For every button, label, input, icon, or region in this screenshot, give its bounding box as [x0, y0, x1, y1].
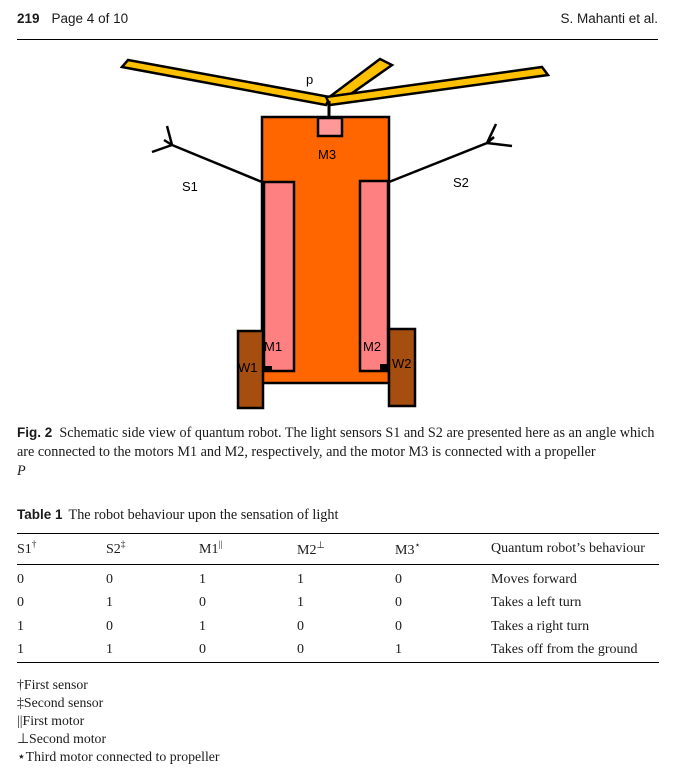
table-cell: 1	[199, 571, 206, 587]
table-cell: 1	[297, 571, 304, 587]
sensor-s1-label: S1	[182, 179, 198, 194]
table-cell: 0	[17, 595, 24, 611]
footnote: ‡Second sensor	[17, 695, 104, 710]
table-caption: Table 1 The robot behaviour upon the sens…	[17, 507, 338, 524]
header-cell: S1†	[17, 533, 106, 565]
table-cell: 0	[106, 618, 113, 634]
wheel-w2	[387, 327, 417, 408]
motor-m1	[262, 180, 296, 373]
table-row: 1 1 0 0 1 Takes off from the ground	[17, 638, 659, 663]
figure-caption-tail: P	[17, 463, 26, 479]
table-cell: 0	[395, 595, 402, 611]
table-header-row: S1† S2‡ M1|| M2⊥ M3⋆ Quantum robot’s beh…	[17, 533, 659, 565]
table-cell: 1	[199, 618, 206, 634]
table-title: The robot behaviour upon the sensation o…	[68, 507, 339, 523]
header-rule	[17, 39, 658, 40]
header-cell: M2⊥	[297, 533, 395, 565]
sensor-s2-antenna	[388, 123, 513, 184]
footnote: ||First motor	[17, 713, 85, 728]
table-cell: Takes a left turn	[491, 595, 582, 611]
header-cell: Quantum robot’s behaviour	[491, 533, 659, 565]
table-row: 0 1 0 1 0 Takes a left turn	[17, 592, 659, 616]
table-cell: 1	[17, 618, 24, 634]
page-header-left: 219 Page 4 of 10	[17, 11, 128, 26]
table-cell: 1	[106, 595, 113, 611]
figure-caption: Fig. 2 Schematic side view of quantum ro…	[17, 423, 659, 481]
propeller-label: p	[306, 72, 313, 87]
table-cell: 0	[199, 595, 206, 611]
footnote: ⋆Third motor connected to propeller	[17, 749, 220, 764]
footnote: †First sensor	[17, 677, 88, 692]
motor-m3-label: M3	[318, 147, 336, 162]
page-of-text: Page 4 of 10	[51, 11, 129, 26]
figure-caption-label: Fig. 2	[17, 425, 53, 440]
axle-right	[380, 364, 390, 370]
behaviour-table: S1† S2‡ M1|| M2⊥ M3⋆ Quantum robot’s beh…	[17, 533, 659, 663]
table-row: 0 0 1 1 0 Moves forward	[17, 565, 659, 592]
wheel-w1-label: W1	[238, 360, 258, 375]
table-cell: 1	[17, 638, 106, 663]
motor-m3	[316, 116, 344, 138]
table-row: 1 0 1 0 0 Takes a right turn	[17, 615, 659, 639]
footnote: ⊥Second motor	[17, 731, 107, 746]
page-number: 219	[17, 11, 40, 26]
motor-m2-label: M2	[363, 339, 381, 354]
wheel-w2-label: W2	[392, 356, 412, 371]
table-cell: 1	[297, 595, 304, 611]
table-cell: 0	[106, 571, 113, 587]
table-cell: 0	[297, 618, 304, 634]
table-cell: 0	[199, 638, 297, 663]
table-cell: Takes off from the ground	[491, 638, 659, 663]
motor-m2	[358, 179, 390, 373]
figure-caption-text: Schematic side view of quantum robot. Th…	[17, 425, 655, 460]
table-cell: 0	[17, 571, 24, 587]
propeller-blade-left	[119, 58, 332, 107]
sensor-s1-antenna	[151, 125, 263, 184]
table-cell: 0	[297, 638, 395, 663]
table-cell: 1	[395, 638, 491, 663]
table-cell: 0	[395, 618, 402, 634]
page-header-authors: S. Mahanti et al.	[560, 11, 658, 26]
table-label: Table 1	[17, 507, 63, 522]
header-cell: M1||	[199, 533, 297, 565]
robot-schematic-figure: p S1 S2 M3 M1 M2 W1 W2	[119, 57, 551, 410]
motor-m1-label: M1	[264, 339, 282, 354]
axle-left	[262, 366, 272, 372]
table-cell: 1	[106, 638, 199, 663]
table-cell: Moves forward	[491, 571, 577, 587]
table-cell: Takes a right turn	[491, 618, 590, 634]
table-footnotes: †First sensor ‡Second sensor ||First mot…	[17, 676, 220, 766]
sensor-s2-label: S2	[453, 175, 469, 190]
header-cell: M3⋆	[395, 533, 491, 565]
header-cell: S2‡	[106, 533, 199, 565]
table-cell: 0	[395, 571, 402, 587]
